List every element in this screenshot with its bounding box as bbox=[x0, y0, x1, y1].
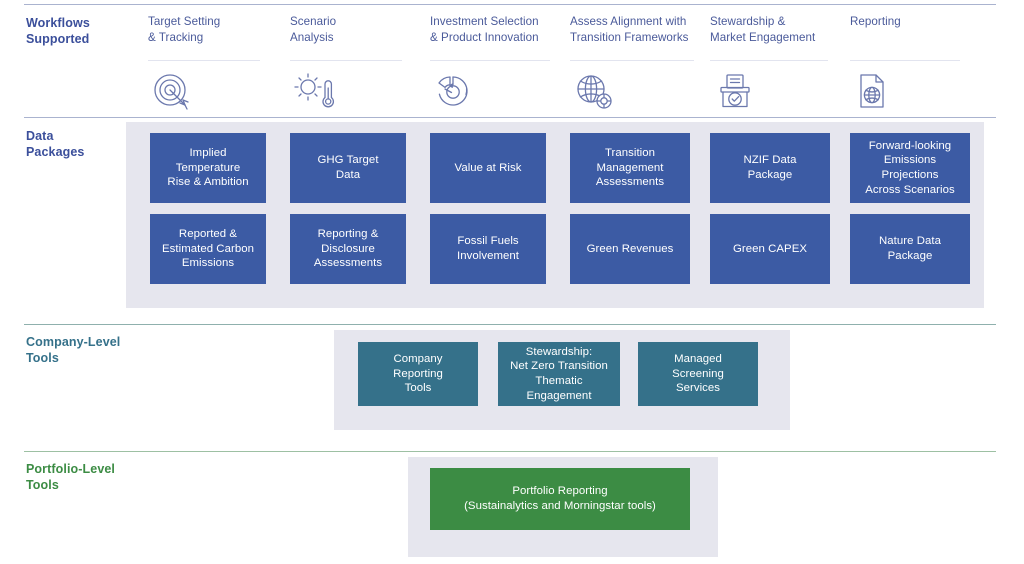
data-package-card[interactable]: Value at Risk bbox=[430, 133, 546, 203]
target-arrow-icon bbox=[150, 70, 194, 114]
workflow-title: Target Setting & Tracking bbox=[148, 15, 221, 44]
workflow-title: Assess Alignment with Transition Framewo… bbox=[570, 15, 689, 44]
workflow-separator bbox=[430, 60, 550, 61]
company-tool-card[interactable]: Managed Screening Services bbox=[638, 342, 758, 406]
data-package-card[interactable]: Implied Temperature Rise & Ambition bbox=[150, 133, 266, 203]
data-package-card[interactable]: GHG Target Data bbox=[290, 133, 406, 203]
data-package-card[interactable]: Green CAPEX bbox=[710, 214, 830, 284]
card-label: Managed Screening Services bbox=[672, 353, 724, 395]
card-label: Stewardship: Net Zero Transition Themati… bbox=[510, 345, 608, 402]
data-package-card[interactable]: Reporting & Disclosure Assessments bbox=[290, 214, 406, 284]
workflow-scenario-analysis: Scenario Analysis bbox=[290, 14, 414, 108]
card-label: Implied Temperature Rise & Ambition bbox=[167, 147, 249, 189]
document-globe-icon bbox=[852, 70, 896, 114]
workflow-title: Stewardship & Market Engagement bbox=[710, 15, 816, 44]
data-package-card[interactable]: Reported & Estimated Carbon Emissions bbox=[150, 214, 266, 284]
data-package-card[interactable]: Green Revenues bbox=[570, 214, 690, 284]
sun-thermometer-icon bbox=[292, 70, 336, 114]
card-label: Green CAPEX bbox=[733, 242, 807, 255]
workflow-stewardship: Stewardship & Market Engagement bbox=[710, 14, 840, 108]
workflow-reporting: Reporting bbox=[850, 14, 970, 108]
workflow-investment-selection: Investment Selection & Product Innovatio… bbox=[430, 14, 562, 106]
workflow-separator bbox=[290, 60, 402, 61]
workflow-separator bbox=[148, 60, 260, 61]
row-label-portfolio-level: Portfolio-Level Tools bbox=[26, 462, 116, 492]
data-package-card[interactable]: Transition Management Assessments bbox=[570, 133, 690, 203]
data-package-card[interactable]: Forward-looking Emissions Projections Ac… bbox=[850, 133, 970, 203]
divider-company-level bbox=[24, 324, 996, 325]
workflow-separator bbox=[710, 60, 828, 61]
workflow-title: Reporting bbox=[850, 15, 901, 28]
portfolio-tool-card[interactable]: Portfolio Reporting (Sustainalytics and … bbox=[430, 468, 690, 530]
data-packages-panel bbox=[126, 122, 984, 308]
card-label: Transition Management Assessments bbox=[595, 147, 665, 189]
workflow-assess-alignment: Assess Alignment with Transition Framewo… bbox=[570, 14, 706, 109]
row-label-company-level: Company-Level Tools bbox=[26, 335, 121, 365]
card-label: Forward-looking Emissions Projections Ac… bbox=[865, 139, 955, 196]
workflow-separator bbox=[850, 60, 960, 61]
card-label: Company Reporting Tools bbox=[393, 353, 443, 395]
workflow-target-setting: Target Setting & Tracking bbox=[148, 14, 272, 110]
row-label-workflows: Workflows Supported bbox=[26, 16, 90, 46]
divider-data-packages bbox=[24, 117, 996, 118]
card-label: Value at Risk bbox=[454, 161, 522, 174]
globe-target-icon bbox=[572, 70, 616, 114]
card-label: GHG Target Data bbox=[317, 154, 379, 181]
card-label: Reporting & Disclosure Assessments bbox=[313, 228, 383, 270]
company-tool-card[interactable]: Company Reporting Tools bbox=[358, 342, 478, 406]
divider-workflows bbox=[24, 4, 996, 5]
company-tool-card[interactable]: Stewardship: Net Zero Transition Themati… bbox=[498, 342, 620, 406]
divider-portfolio-level bbox=[24, 451, 996, 452]
data-package-card[interactable]: Fossil Fuels Involvement bbox=[430, 214, 546, 284]
card-label: NZIF Data Package bbox=[743, 154, 797, 181]
donut-chart-arrow-icon bbox=[432, 70, 476, 114]
card-label: Nature Data Package bbox=[879, 235, 941, 262]
row-label-data-packages: Data Packages bbox=[26, 129, 85, 159]
card-label: Green Revenues bbox=[586, 242, 674, 255]
card-label: Portfolio Reporting (Sustainalytics and … bbox=[464, 485, 656, 512]
data-package-card[interactable]: Nature Data Package bbox=[850, 214, 970, 284]
ballot-box-check-icon bbox=[712, 70, 756, 114]
workflow-title: Investment Selection & Product Innovatio… bbox=[430, 15, 539, 44]
card-label: Fossil Fuels Involvement bbox=[457, 235, 519, 262]
data-package-card[interactable]: NZIF Data Package bbox=[710, 133, 830, 203]
workflow-separator bbox=[570, 60, 694, 61]
card-label: Reported & Estimated Carbon Emissions bbox=[162, 228, 254, 270]
workflow-title: Scenario Analysis bbox=[290, 15, 337, 44]
